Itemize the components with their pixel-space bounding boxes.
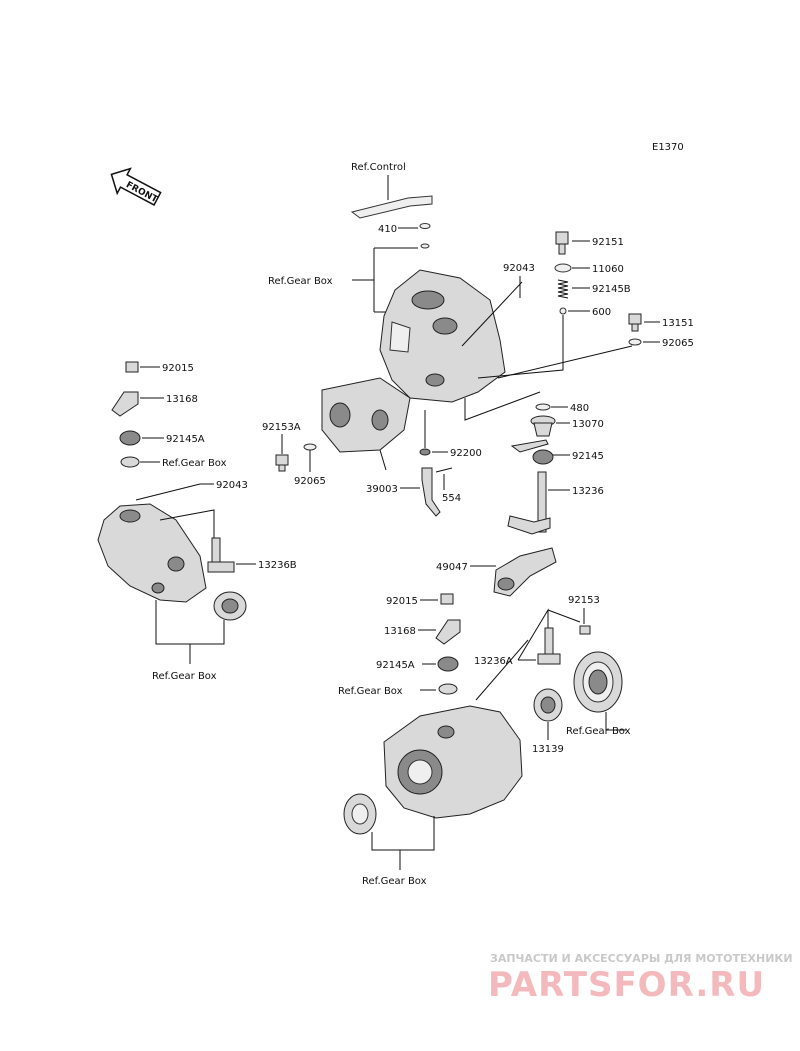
label-13151: 13151 xyxy=(662,318,694,329)
bushing-13070 xyxy=(530,415,556,437)
label-92043-left: 92043 xyxy=(216,480,248,491)
ring-480 xyxy=(535,403,551,411)
leader-line xyxy=(159,509,215,540)
seal-left xyxy=(120,456,140,468)
label-ref-gear-box-4: Ref.Gear Box xyxy=(338,686,403,697)
nut-92015-left xyxy=(125,361,139,373)
bolt-92153 xyxy=(579,625,591,635)
part-small-ring xyxy=(420,243,430,249)
label-92015-center: 92015 xyxy=(386,596,418,607)
pin-92043-left xyxy=(135,483,201,501)
diagram-code: E1370 xyxy=(652,142,684,153)
control-bracket xyxy=(350,195,433,219)
label-11060: 11060 xyxy=(592,264,624,275)
front-arrow-icon: FRONT xyxy=(110,167,162,206)
shift-fork-49047 xyxy=(493,547,557,597)
label-ref-gear-box-1: Ref.Gear Box xyxy=(268,276,333,287)
bearing-right xyxy=(573,651,623,713)
label-92153: 92153 xyxy=(568,595,600,606)
seal-bottom xyxy=(343,793,377,835)
spring-92145a-center xyxy=(437,656,459,672)
label-92145a-center: 92145A xyxy=(376,660,415,671)
label-ref-control: Ref.Control xyxy=(351,162,406,173)
lever-13168-left xyxy=(111,391,139,417)
label-92145a-left: 92145A xyxy=(166,434,205,445)
lower-gear-housing xyxy=(383,705,523,819)
spring-92145b xyxy=(557,279,569,299)
washer-92065-right xyxy=(628,338,642,346)
plug-92151 xyxy=(555,231,569,255)
shaft-13236b xyxy=(207,537,235,573)
label-410: 410 xyxy=(378,224,397,235)
gear-13139 xyxy=(533,688,563,722)
label-13236b: 13236B xyxy=(258,560,297,571)
label-ref-gear-box-5: Ref.Gear Box xyxy=(566,726,631,737)
bolt-92153a xyxy=(275,454,289,472)
gear-left xyxy=(213,591,247,621)
leader-line xyxy=(464,391,541,421)
label-554: 554 xyxy=(442,493,461,504)
label-92151: 92151 xyxy=(592,237,624,248)
watermark-brand: PARTSFOR.RU xyxy=(488,965,765,1005)
label-92065-left: 92065 xyxy=(294,476,326,487)
label-13070: 13070 xyxy=(572,419,604,430)
label-92145: 92145 xyxy=(572,451,604,462)
nut-92015-center xyxy=(440,593,454,605)
label-13168-left: 13168 xyxy=(166,394,198,405)
watermark-tagline: ЗАПЧАСТИ И АКСЕССУАРЫ ДЛЯ МОТОТЕХНИКИ xyxy=(490,952,793,965)
label-49047: 49047 xyxy=(436,562,468,573)
leader-line xyxy=(497,345,633,379)
bolt-13151 xyxy=(628,313,642,332)
leader-line xyxy=(475,639,529,701)
label-ref-gear-box-2: Ref.Gear Box xyxy=(162,458,227,469)
washer-11060 xyxy=(554,263,572,273)
ball-600 xyxy=(559,307,567,315)
label-92200: 92200 xyxy=(450,448,482,459)
label-ref-gear-box-3: Ref.Gear Box xyxy=(152,671,217,682)
label-92065-right: 92065 xyxy=(662,338,694,349)
shaft-39003 xyxy=(421,467,441,517)
washer-92065-left xyxy=(303,443,317,451)
pin-554 xyxy=(435,467,453,473)
leader-line xyxy=(605,712,626,731)
bolt-92200 xyxy=(419,448,431,456)
leader-line xyxy=(379,449,387,471)
shaft-13236a xyxy=(537,627,561,665)
label-39003: 39003 xyxy=(366,484,398,495)
upper-gear-housing xyxy=(321,269,506,453)
label-13168-center: 13168 xyxy=(384,626,416,637)
leader-line xyxy=(517,608,549,661)
label-92015-left: 92015 xyxy=(162,363,194,374)
spring-92145 xyxy=(510,439,554,465)
label-92043-top: 92043 xyxy=(503,263,535,274)
seal-center xyxy=(438,683,458,695)
shaft-13236 xyxy=(507,471,551,535)
lever-13168-center xyxy=(435,619,461,645)
spring-92145a-left xyxy=(119,430,141,446)
label-92145b: 92145B xyxy=(592,284,631,295)
leader-line xyxy=(477,315,564,379)
label-13236a: 13236A xyxy=(474,656,513,667)
pin-92043 xyxy=(461,281,523,347)
leader-line xyxy=(371,816,435,851)
left-gear-housing xyxy=(97,503,207,603)
label-600: 600 xyxy=(592,307,611,318)
label-ref-gear-box-6: Ref.Gear Box xyxy=(362,876,427,887)
label-92153a: 92153A xyxy=(262,422,301,433)
label-480: 480 xyxy=(570,403,589,414)
leader-line xyxy=(547,609,581,623)
label-13236: 13236 xyxy=(572,486,604,497)
part-410-washer xyxy=(419,223,431,229)
label-13139: 13139 xyxy=(532,744,564,755)
